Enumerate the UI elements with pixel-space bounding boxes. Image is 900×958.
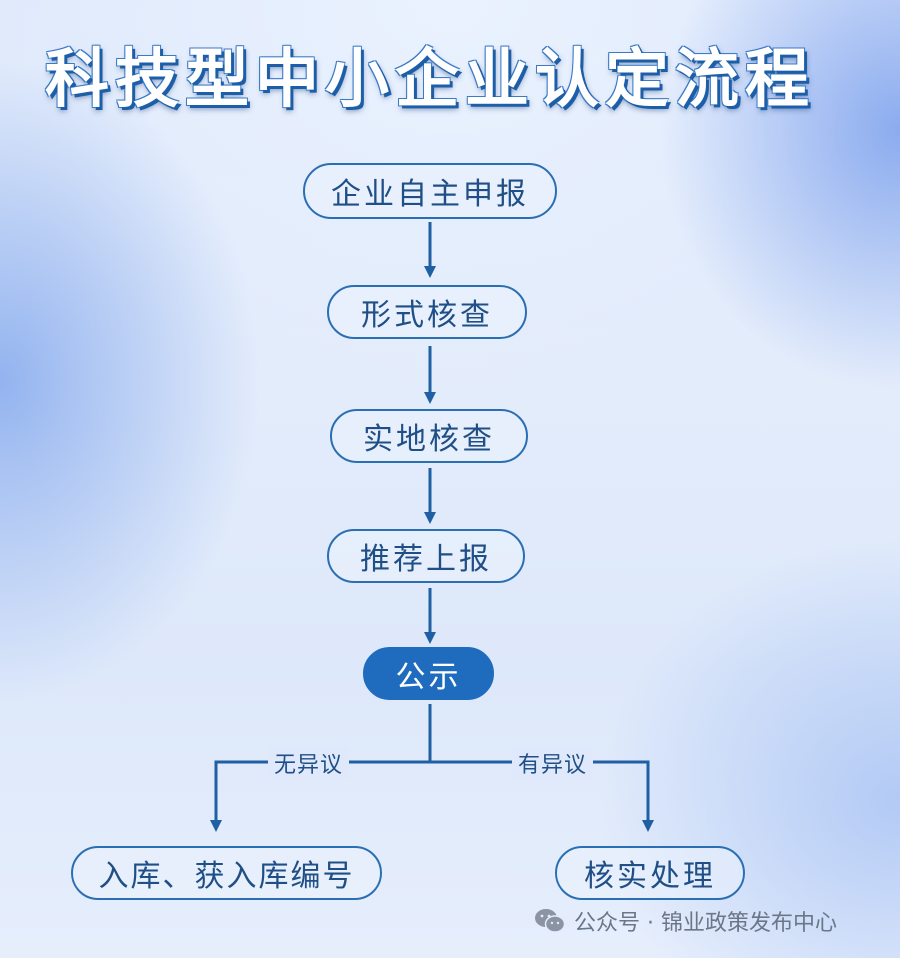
wechat-icon: [535, 909, 566, 933]
page-title: 科技型中小企业认定流程: [45, 43, 815, 117]
node-verify: 核实处理: [555, 846, 745, 900]
node-site-check: 实地核查: [330, 409, 528, 463]
branch-has-objection: [430, 760, 654, 832]
label-no-objection: 无异议: [268, 747, 350, 779]
node-apply: 企业自主申报: [303, 163, 557, 219]
label-has-objection: 有异议: [512, 747, 594, 779]
footer-watermark: 公众号 · 锦业政策发布中心: [534, 904, 837, 938]
node-publicity: 公示: [363, 647, 494, 700]
node-enter-db: 入库、获入库编号: [71, 846, 382, 900]
node-form-check: 形式核查: [327, 285, 527, 339]
node-recommend: 推荐上报: [327, 529, 525, 583]
footer-text: 公众号 · 锦业政策发布中心: [574, 911, 837, 936]
branch-no-objection: [210, 760, 430, 832]
